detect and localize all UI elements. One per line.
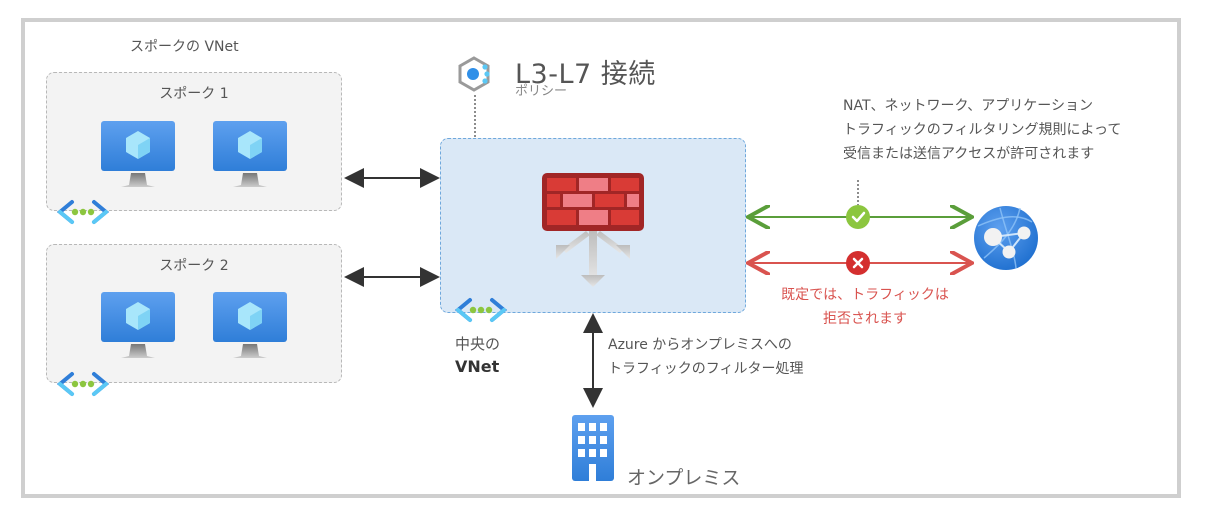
policy-subtitle: ポリシー: [515, 84, 568, 99]
allowed-note: NAT、ネットワーク、アプリケーション トラフィックのフィルタリング規則によって…: [843, 94, 1121, 166]
onprem-label: オンプレミス: [627, 467, 741, 489]
virtual-machine-icon: [213, 121, 287, 187]
allowed-note-line: NAT、ネットワーク、アプリケーション: [843, 98, 1093, 114]
denied-note-line: 既定では、トラフィックは: [781, 287, 949, 303]
spoke-2-label: スポーク 2: [159, 258, 229, 274]
virtual-machine-icon: [101, 292, 175, 358]
spoke-2-box: スポーク 2: [46, 244, 342, 383]
internet-globe-icon: [974, 206, 1038, 270]
spoke-1-label: スポーク 1: [159, 86, 229, 102]
spokes-vnet-title: スポークの VNet: [130, 39, 239, 55]
hub-label-line1: 中央の: [455, 335, 501, 353]
policy-title: L3-L7 接続: [515, 59, 656, 90]
vnet-icon: [56, 200, 110, 224]
hub-label-line2: VNet: [455, 357, 500, 376]
onprem-filter-note: Azure からオンプレミスへの トラフィックのフィルター処理: [608, 333, 803, 381]
firewall-policy-icon: [458, 56, 490, 92]
vnet-icon: [454, 298, 508, 322]
check-icon: [846, 205, 870, 229]
onprem-note-line: Azure からオンプレミスへの: [608, 337, 792, 353]
vnet-icon: [56, 372, 110, 396]
firewall-icon: [542, 173, 644, 287]
onprem-note-line: トラフィックのフィルター処理: [608, 361, 804, 377]
on-premises-building-icon: [572, 415, 614, 481]
spoke-1-box: スポーク 1: [46, 72, 342, 211]
virtual-machine-icon: [101, 121, 175, 187]
denied-note: 既定では、トラフィックは 拒否されます: [780, 283, 950, 331]
allowed-note-line: 受信または送信アクセスが許可されます: [843, 146, 1095, 162]
virtual-machine-icon: [213, 292, 287, 358]
x-icon: [846, 251, 870, 275]
denied-note-line: 拒否されます: [823, 311, 907, 327]
allowed-note-line: トラフィックのフィルタリング規則によって: [843, 122, 1122, 138]
